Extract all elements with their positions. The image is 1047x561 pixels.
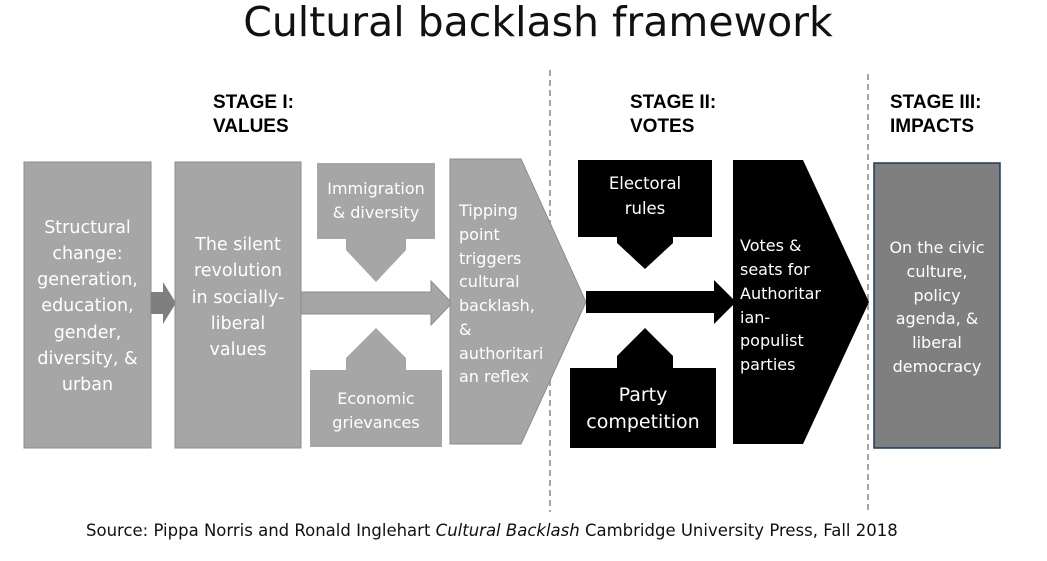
arrow-electoral-down (617, 236, 673, 269)
svg-text:policy: policy (913, 286, 960, 305)
svg-text:point: point (459, 225, 500, 244)
impacts-text: On the civic culture, policy agenda, & l… (889, 238, 984, 376)
svg-text:gender,: gender, (54, 323, 122, 343)
silent-revolution-text: The silent revolution in socially- liber… (192, 235, 285, 360)
svg-text:values: values (210, 340, 267, 360)
svg-text:revolution: revolution (194, 261, 282, 281)
svg-text:liberal: liberal (912, 333, 962, 352)
svg-text:Electoral: Electoral (609, 174, 681, 193)
svg-text:authoritari: authoritari (459, 344, 543, 363)
svg-text:Immigration: Immigration (327, 179, 425, 198)
svg-text:grievances: grievances (332, 413, 419, 432)
tipping-point-chevron (449, 158, 587, 445)
svg-text:VOTES: VOTES (630, 116, 694, 137)
svg-text:VALUES: VALUES (213, 116, 289, 137)
party-competition-box (570, 368, 716, 448)
stage-1-header: STAGE I: VALUES (213, 92, 294, 137)
source-book-title: Cultural Backlash (436, 521, 580, 540)
structural-change-box (23, 161, 152, 449)
svg-text:triggers: triggers (459, 249, 521, 268)
structural-change-text: Structural change: generation, education… (37, 218, 138, 395)
arrow-tipping-to-votes (586, 280, 736, 324)
svg-text:agenda, &: agenda, & (896, 309, 979, 328)
immigration-diversity-text: Immigration & diversity (327, 179, 425, 222)
electoral-rules-text: Electoral rules (609, 174, 681, 218)
svg-text:Tipping: Tipping (458, 201, 518, 220)
arrow-party-up (617, 328, 673, 369)
svg-text:competition: competition (586, 411, 699, 433)
svg-text:On the civic: On the civic (889, 238, 984, 257)
svg-text:Economic: Economic (337, 389, 414, 408)
svg-text:The silent: The silent (194, 235, 281, 255)
svg-text:in socially-: in socially- (192, 288, 285, 308)
tipping-point-text: Tipping point triggers cultural backlash… (458, 201, 543, 386)
svg-text:backlash,: backlash, (459, 296, 535, 315)
svg-text:ian-: ian- (740, 308, 770, 327)
svg-text:STAGE III:: STAGE III: (890, 92, 981, 113)
electoral-rules-box (578, 160, 712, 237)
arrow-immigration-down (346, 239, 406, 282)
svg-text:IMPACTS: IMPACTS (890, 116, 974, 137)
svg-text:education,: education, (41, 296, 133, 316)
svg-text:Structural: Structural (44, 218, 131, 238)
svg-text:Authoritar: Authoritar (740, 284, 821, 303)
svg-text:diversity, &: diversity, & (37, 349, 138, 369)
impacts-box (873, 162, 1001, 449)
svg-text:democracy: democracy (893, 357, 982, 376)
arrow-silent-to-tipping (300, 279, 453, 327)
svg-text:rules: rules (625, 199, 666, 218)
silent-revolution-box (174, 161, 302, 449)
svg-text:STAGE I:: STAGE I: (213, 92, 294, 113)
svg-text:populist: populist (740, 331, 804, 350)
svg-text:STAGE II:: STAGE II: (630, 92, 716, 113)
stage-2-header: STAGE II: VOTES (630, 92, 716, 137)
svg-text:liberal: liberal (211, 314, 265, 334)
stage-3-header: STAGE III: IMPACTS (890, 92, 981, 137)
votes-seats-text: Votes & seats for Authoritar ian- populi… (740, 236, 821, 374)
svg-text:culture,: culture, (907, 262, 968, 281)
arrow-structural-to-silent (151, 282, 176, 324)
source-citation: Source: Pippa Norris and Ronald Inglehar… (86, 521, 898, 540)
votes-seats-chevron (733, 160, 869, 444)
svg-text:seats for: seats for (740, 260, 810, 279)
svg-text:Votes &: Votes & (740, 236, 802, 255)
svg-text:Party: Party (619, 384, 668, 406)
source-prefix: Source: Pippa Norris and Ronald Inglehar… (86, 521, 436, 540)
immigration-diversity-box (317, 163, 435, 239)
arrow-economic-up (346, 328, 406, 371)
economic-grievances-text: Economic grievances (332, 389, 419, 432)
diagram-title: Cultural backlash framework (243, 0, 833, 46)
svg-text:urban: urban (62, 375, 113, 395)
svg-text:& diversity: & diversity (333, 203, 420, 222)
svg-text:change:: change: (52, 244, 122, 264)
party-competition-text: Party competition (586, 384, 699, 433)
svg-text:parties: parties (740, 355, 795, 374)
economic-grievances-box (310, 370, 442, 447)
svg-text:an reflex: an reflex (459, 367, 529, 386)
svg-text:generation,: generation, (37, 270, 138, 290)
svg-text:cultural: cultural (459, 272, 520, 291)
svg-text:&: & (459, 320, 471, 339)
source-suffix: Cambridge University Press, Fall 2018 (580, 521, 898, 540)
